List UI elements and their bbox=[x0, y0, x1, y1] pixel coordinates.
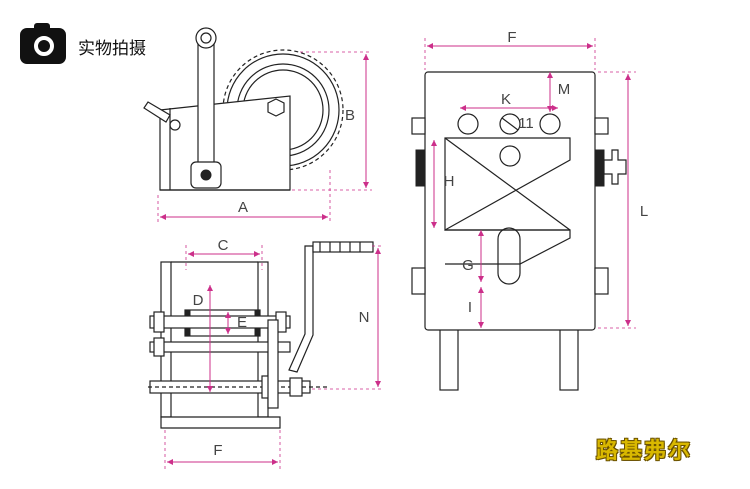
dimension-a: A bbox=[157, 170, 331, 222]
label-n: N bbox=[359, 309, 370, 326]
dimension-f-bottom: F bbox=[164, 430, 281, 470]
side-knob bbox=[603, 149, 627, 185]
label-k: K bbox=[501, 91, 511, 108]
dimension-d: D bbox=[193, 285, 213, 392]
base-plate bbox=[424, 71, 596, 331]
dimension-i: I bbox=[468, 287, 484, 328]
dimension-h: H bbox=[431, 140, 455, 228]
dimension-b: B bbox=[292, 51, 372, 191]
dimension-n: N bbox=[312, 245, 384, 390]
dimension-e: E bbox=[225, 312, 247, 334]
label-c: C bbox=[218, 237, 229, 254]
pawl-lever bbox=[143, 101, 171, 123]
label-e: E bbox=[237, 314, 247, 331]
label-l: L bbox=[640, 203, 648, 220]
dimension-g: G bbox=[462, 230, 484, 282]
dimension-l: L bbox=[598, 71, 648, 329]
label-h: H bbox=[444, 173, 455, 190]
camera-icon bbox=[20, 23, 66, 64]
label-f-top: F bbox=[507, 29, 516, 46]
photo-badge: 实物拍摄 bbox=[20, 23, 146, 64]
bolt-nut bbox=[267, 98, 285, 117]
dimension-f-top: F bbox=[424, 29, 596, 70]
photo-badge-label: 实物拍摄 bbox=[78, 38, 146, 59]
label-d: D bbox=[193, 292, 204, 309]
dimension-m: M bbox=[547, 72, 571, 112]
brand-logo: 路基弗尔 bbox=[596, 438, 693, 464]
label-f-bottom: F bbox=[213, 442, 222, 459]
label-hole-size: 11 bbox=[518, 115, 534, 132]
dimension-k: K bbox=[460, 91, 558, 111]
side-view: A B bbox=[143, 27, 372, 222]
dimension-c: C bbox=[185, 237, 263, 270]
top-view: F K M 11 H G I bbox=[411, 29, 648, 391]
crank-handle bbox=[190, 27, 222, 189]
label-g: G bbox=[462, 257, 474, 274]
label-a: A bbox=[238, 199, 248, 216]
front-view: C D E N F bbox=[148, 237, 384, 470]
label-i: I bbox=[468, 299, 472, 316]
label-m: M bbox=[558, 81, 571, 98]
base-foot bbox=[160, 416, 281, 429]
crank-arm bbox=[288, 241, 374, 373]
label-b: B bbox=[345, 107, 355, 124]
